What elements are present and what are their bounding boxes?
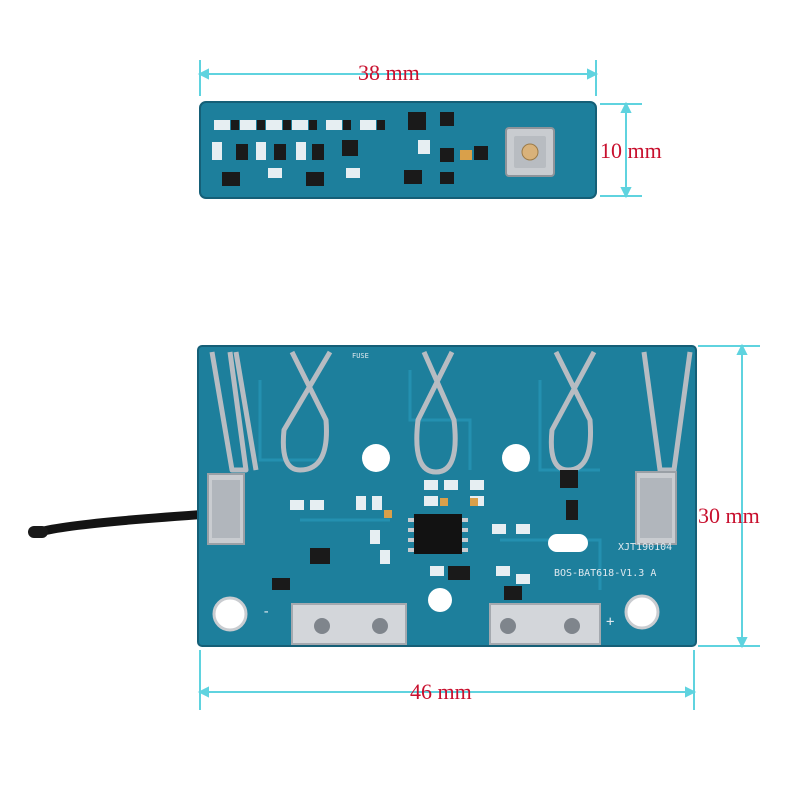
pcb-minus-label: - <box>262 604 271 620</box>
top-dimension-lines <box>197 60 642 199</box>
bottom-height-label: 30 mm <box>698 503 760 528</box>
pcb-model-label: BOS-BAT618-V1.3 A <box>554 568 657 579</box>
top-pcb <box>199 101 597 199</box>
pcb-plus-label: + <box>606 614 615 630</box>
bottom-width-label: 46 mm <box>410 679 472 704</box>
pcb-code-label: XJT190104 <box>618 542 673 553</box>
bottom-dimension-lines <box>197 343 760 710</box>
top-height-label: 10 mm <box>600 138 662 163</box>
bottom-pcb <box>28 345 697 647</box>
top-width-label: 38 mm <box>358 60 420 85</box>
pcb-fuse-label: FUSE <box>352 352 369 360</box>
